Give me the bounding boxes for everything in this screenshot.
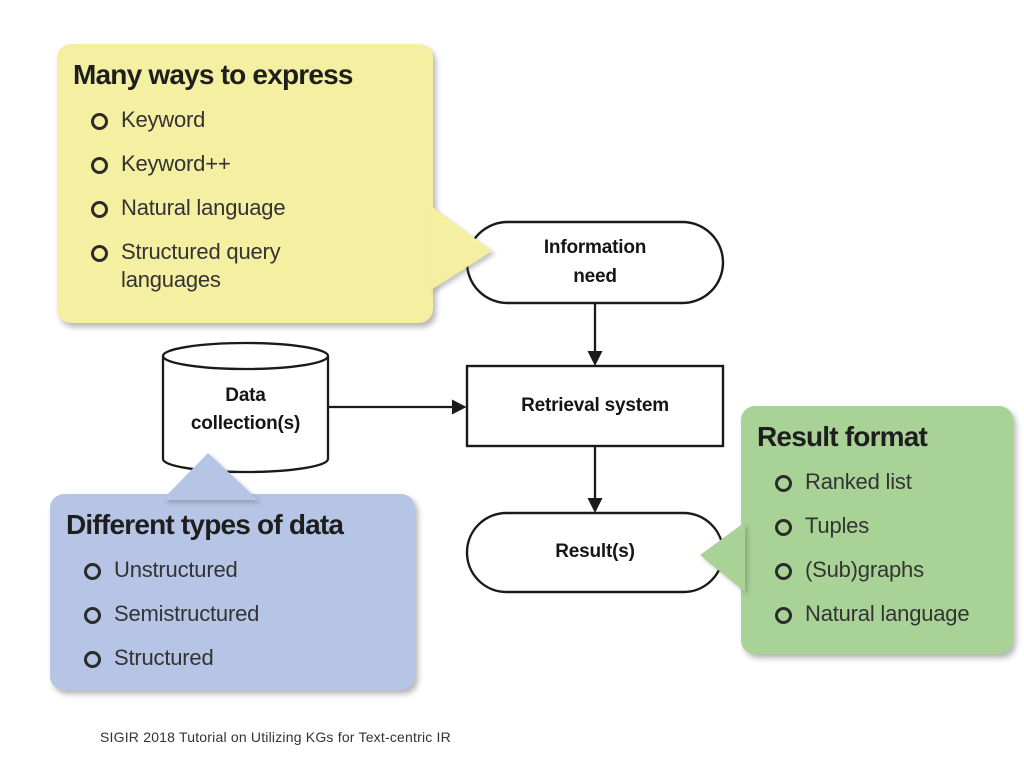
ring-bullet-icon <box>775 519 792 536</box>
list-item: Unstructured <box>84 556 399 584</box>
list-item: Structured <box>84 644 399 672</box>
list-item: Ranked list <box>775 468 997 496</box>
arrowhead-infoneed-to-retrieval <box>587 351 603 366</box>
callout-types-of-data: Different types of data Unstructured Sem… <box>50 494 415 690</box>
data-collection-cylinder-top <box>161 341 330 371</box>
list-item: (Sub)graphs <box>775 556 997 584</box>
ring-bullet-icon <box>91 157 108 174</box>
ring-bullet-icon <box>84 651 101 668</box>
callout-ways-to-express: Many ways to express Keyword Keyword++ N… <box>57 44 433 323</box>
results-label: Result(s) <box>555 541 635 563</box>
footer-note: SIGIR 2018 Tutorial on Utilizing KGs for… <box>100 729 451 745</box>
retrieval-system-shape <box>465 364 725 448</box>
retrieval-system-label: Retrieval system <box>521 394 669 416</box>
callout-result-format-list: Ranked list Tuples (Sub)graphs Natural l… <box>775 468 997 628</box>
callout-types-of-data-title: Different types of data <box>66 509 344 540</box>
list-item: Semistructured <box>84 600 399 628</box>
list-item: Natural language <box>91 194 417 222</box>
information-need-label: Information need <box>543 237 647 287</box>
data-collection-label: Data collection(s) <box>190 384 301 435</box>
list-item: Structured query languages <box>91 238 417 294</box>
callout-ways-to-express-title: Many ways to express <box>73 59 354 90</box>
arrowhead-datacollection-to-retrieval <box>452 399 467 415</box>
list-item: Keyword <box>91 106 417 134</box>
arrowhead-retrieval-to-results <box>587 498 603 513</box>
ring-bullet-icon <box>84 563 101 580</box>
list-item: Keyword++ <box>91 150 417 178</box>
ring-bullet-icon <box>91 113 108 130</box>
list-item: Natural language <box>775 600 997 628</box>
callout-ways-to-express-list: Keyword Keyword++ Natural language Struc… <box>91 106 417 294</box>
ring-bullet-icon <box>91 201 108 218</box>
ring-bullet-icon <box>84 607 101 624</box>
ring-bullet-icon <box>91 245 108 262</box>
callout-types-of-data-list: Unstructured Semistructured Structured <box>84 556 399 672</box>
ring-bullet-icon <box>775 563 792 580</box>
ring-bullet-icon <box>775 475 792 492</box>
callout-result-format: Result format Ranked list Tuples (Sub)gr… <box>741 406 1013 654</box>
list-item: Tuples <box>775 512 997 540</box>
callout-result-format-title: Result format <box>757 421 928 452</box>
ring-bullet-icon <box>775 607 792 624</box>
